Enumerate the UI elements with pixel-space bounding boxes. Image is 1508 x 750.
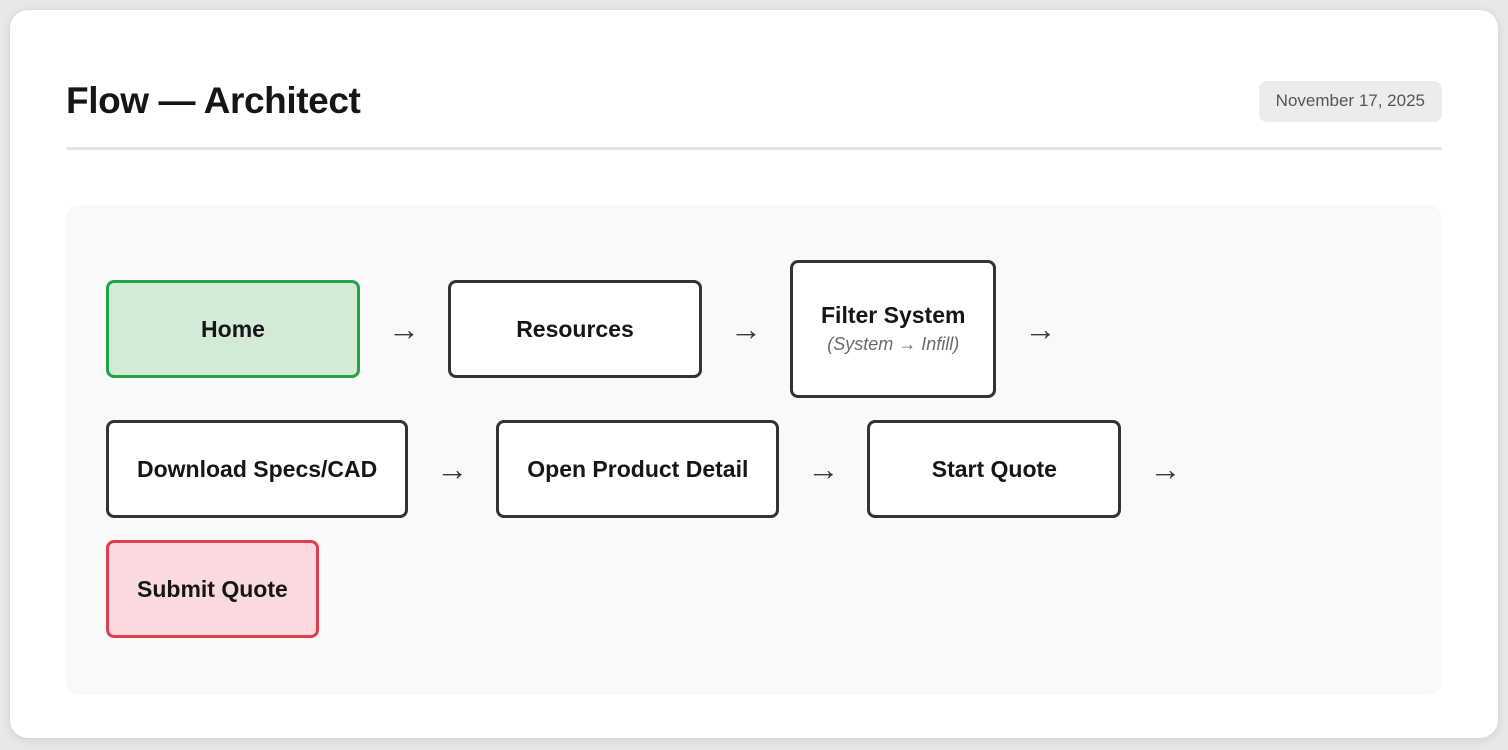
arrow-right-icon: → (388, 311, 420, 347)
flow-node-sublabel: (System → Infill) (827, 334, 960, 355)
flow-node[interactable]: Filter System (System → Infill) (790, 260, 997, 398)
flow-node[interactable]: Open Product Detail (496, 420, 780, 518)
flow-card: Flow — Architect November 17, 2025 Home →… (10, 10, 1498, 738)
flow-node[interactable]: Home (106, 280, 360, 378)
flow-step: Submit Quote (106, 529, 319, 649)
page-title: Flow — Architect (66, 80, 361, 122)
arrow-right-icon: → (1149, 451, 1182, 487)
flow-node[interactable]: Resources (448, 280, 702, 378)
flow-node[interactable]: Submit Quote (106, 540, 319, 638)
flow-node-label: Filter System (821, 301, 966, 328)
flow-panel: Home → Resources → Filter System (System → In… (66, 205, 1442, 695)
header-divider (66, 147, 1442, 150)
flow-node-label: Open Product Detail (527, 455, 749, 482)
flow-node-label: Start Quote (931, 455, 1057, 482)
date-badge: November 17, 2025 (1258, 81, 1442, 122)
flow-node[interactable]: Download Specs/CAD (106, 420, 409, 518)
arrow-right-icon: → (1024, 311, 1057, 347)
flow-node-label: Home (201, 315, 265, 342)
arrow-right-icon: → (436, 451, 469, 487)
flow-step: Start Quote → (867, 409, 1209, 529)
flow-step: Resources → (448, 269, 790, 389)
flow-node-label: Download Specs/CAD (137, 455, 378, 482)
flow-diagram: Home → Resources → Filter System (System → In… (106, 249, 1402, 649)
arrow-right-icon: → (730, 311, 762, 347)
flow-step: Filter System (System → Infill) → (790, 249, 1084, 409)
flow-step: Download Specs/CAD → (106, 409, 496, 529)
arrow-right-icon: → (807, 451, 840, 487)
flow-step: Open Product Detail → (496, 409, 867, 529)
flow-step: Home → (106, 269, 448, 389)
flow-node-label: Resources (516, 315, 634, 342)
flow-node[interactable]: Start Quote (867, 420, 1122, 518)
flow-node-label: Submit Quote (137, 575, 288, 602)
card-header: Flow — Architect November 17, 2025 (66, 10, 1442, 147)
